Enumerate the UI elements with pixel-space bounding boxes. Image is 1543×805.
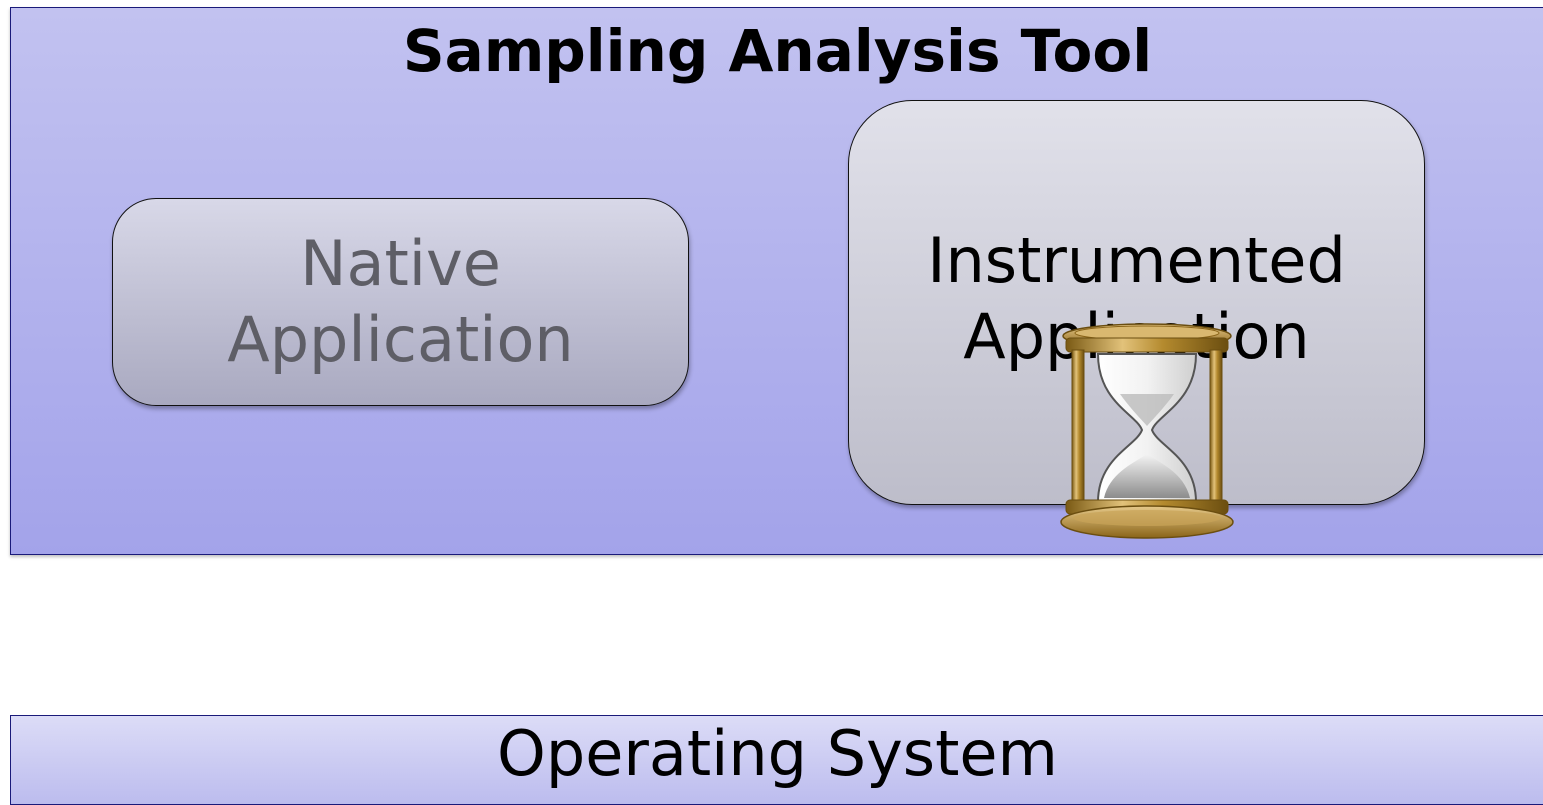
- instrumented-application-box: Instrumented Application: [848, 100, 1425, 505]
- instrumented-application-line1: Instrumented: [927, 223, 1346, 297]
- native-application-label: Native Application: [227, 226, 573, 378]
- native-application-line2: Application: [227, 303, 574, 376]
- operating-system-panel: [10, 715, 1543, 805]
- operating-system-label: Operating System: [497, 717, 1058, 790]
- tool-title: Sampling Analysis Tool: [402, 17, 1153, 85]
- hourglass-icon: [1060, 323, 1234, 539]
- native-application-box: Native Application: [112, 198, 689, 406]
- native-application-line1: Native: [300, 227, 501, 300]
